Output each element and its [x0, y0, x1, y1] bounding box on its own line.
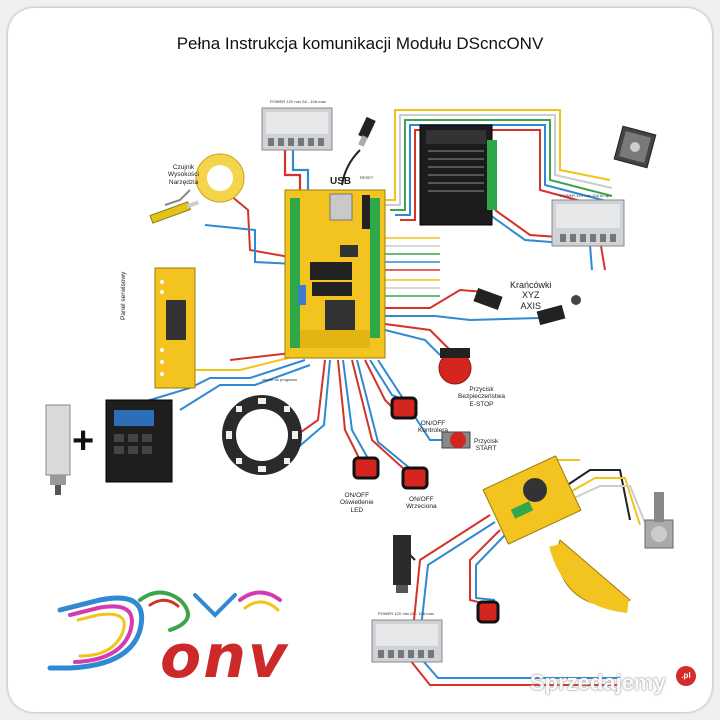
watermark-text: Sprzedajemy [530, 670, 666, 695]
onoff-controller-label: ON/OFF Kontrolera [418, 420, 448, 435]
potentiometer [644, 492, 674, 549]
spindle [45, 404, 71, 495]
psu-top-label: POWER 12V min 2A - 10A max [270, 99, 326, 104]
psu-right-label: POWER 12V min 10A to up [560, 193, 609, 198]
onoff-spindle-label: ON/OFF Wrzeciona [406, 496, 437, 511]
stepper-driver [419, 124, 497, 226]
led-ring [222, 395, 302, 475]
psu-top [261, 107, 333, 151]
psu-right [551, 199, 625, 247]
half-moon-pcb [549, 539, 631, 613]
estop-button [438, 348, 472, 385]
service-panel-label: Panel serwisowy [120, 271, 127, 320]
board-connector-label: złącze do programu [262, 377, 298, 382]
usb-label: USB [330, 176, 352, 187]
psu-top-wires [283, 148, 310, 195]
start-button [441, 431, 471, 449]
watermark-badge: .pl [676, 666, 696, 686]
plus-sign: + [72, 420, 95, 462]
main-board [284, 189, 386, 359]
logo-letters: onv [160, 622, 290, 692]
onoff-led-label: ON/OFF Oświetlenie LED [340, 492, 374, 514]
pwm-module [482, 455, 582, 545]
tool-sensor-label: Czujnik Wysokości Narzędzia [168, 164, 200, 186]
board-signal-lines [385, 237, 440, 297]
limit-switches-label: Krańcówki XYZ AXIS [510, 280, 552, 311]
start-label: Przycisk START [474, 438, 499, 453]
estop-label: Przycisk Bezpieczeństwa E-STOP [458, 386, 505, 408]
rocker-switches [352, 396, 500, 624]
usb-cable [341, 149, 361, 186]
laser-module [393, 535, 411, 593]
reset-label: RESET [360, 175, 374, 180]
vfd-inverter [105, 399, 173, 483]
page-title: Pełna Instrukcja komunikacji Modułu DScn… [176, 34, 544, 53]
tool-height-sensor [149, 153, 245, 224]
limit-switches [473, 287, 581, 326]
service-panel [154, 267, 196, 389]
limit-switch-wires [384, 288, 541, 356]
psu-bottom [371, 619, 443, 663]
psu-bottom-label: POWER 12V min 2A - 10A max [378, 611, 434, 616]
stepper-motor [613, 125, 657, 169]
sensor-wires [164, 189, 296, 265]
dscnc-logo [47, 590, 282, 671]
usb-plug [358, 116, 376, 147]
